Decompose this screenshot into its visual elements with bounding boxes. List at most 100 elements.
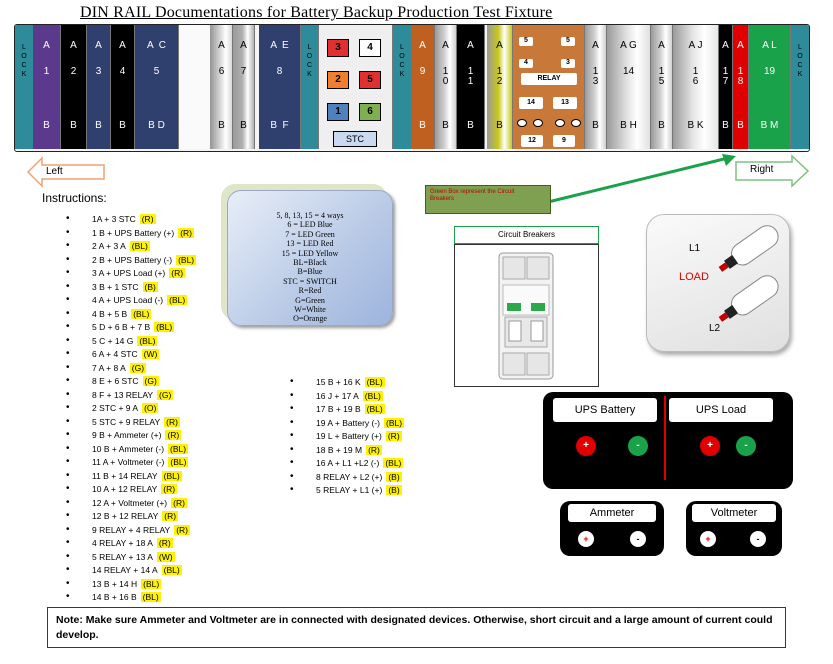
relay-dot (555, 119, 565, 127)
module-number-label: 5 (153, 66, 160, 77)
instruction-text: 19 L + Battery (+) (316, 431, 382, 441)
lock-left: L O C K (15, 25, 33, 149)
instruction-item: 10 A + 12 RELAY(R) (66, 483, 196, 498)
instruction-text: 12 A + Voltmeter (+) (92, 497, 168, 508)
ups-panel: UPS Battery UPS Load + - + - (543, 392, 793, 489)
wire-color-code: (B) (142, 281, 158, 292)
legend-line: W=White (294, 305, 326, 315)
instruction-text: 14 RELAY + 14 A (92, 565, 158, 575)
wire-color-code: (BL) (161, 470, 182, 481)
ammeter-plus-button[interactable]: + (578, 531, 594, 547)
switch-square-5: 5 (359, 71, 381, 89)
wire-color-code: (BL) (141, 578, 162, 589)
relay-num: 14 (519, 97, 543, 109)
module-bottom-label: B (592, 120, 599, 131)
rail-gap (179, 25, 211, 149)
instructions-title: Instructions: (42, 191, 107, 205)
module-number-label: 3 (95, 66, 102, 77)
ups-battery-minus-button[interactable]: - (628, 436, 648, 456)
instruction-text: 10 B + Ammeter (-) (92, 443, 165, 454)
instruction-text: 1A + 3 STC (92, 214, 136, 224)
instruction-item: 8 E + 6 STC(G) (66, 375, 196, 390)
instruction-text: 10 A + 12 RELAY (92, 484, 158, 494)
l1-label: L1 (689, 243, 701, 254)
lock-label: L O C K (306, 44, 313, 78)
module-bottom-label: B (70, 120, 77, 131)
instruction-item: 6 A + 4 STC(W) (66, 348, 196, 363)
instruction-text: 8 E + 6 STC (92, 376, 139, 386)
legend-line: B=Blue (297, 267, 323, 277)
instruction-item: 5 D + 6 B + 7 B(BL) (66, 321, 196, 336)
module-top-label: A (419, 40, 426, 51)
instruction-item: 13 B + 14 H(BL) (66, 578, 196, 593)
instruction-item: 18 B + 19 M(R) (290, 444, 404, 459)
ammeter-label: Ammeter (568, 504, 656, 522)
ups-load-label: UPS Load (669, 398, 773, 422)
voltmeter-minus-button[interactable]: - (750, 531, 766, 547)
module-number-label: 1 6 (692, 66, 699, 87)
green-box-text: Green Box represent the Circuit Breakers (430, 189, 515, 202)
instruction-item: 3 A + UPS Load (+)(R) (66, 267, 196, 282)
switch-square-2: 2 (327, 71, 349, 89)
ups-battery-plus-button[interactable]: + (576, 436, 596, 456)
instruction-item: 5 STC + 9 RELAY(R) (66, 416, 196, 431)
instructions-list-2: 15 B + 16 K(BL)16 J + 17 A(BL)17 B + 19 … (290, 376, 405, 499)
instruction-item: 12 B + 12 RELAY(R) (66, 510, 196, 525)
module-top-label: A (442, 40, 449, 51)
instruction-text: 12 B + 12 RELAY (92, 511, 159, 521)
instruction-item: 3 B + 1 STC(B) (66, 281, 196, 296)
wire-color-code: (BL) (137, 335, 158, 346)
load-label: LOAD (679, 271, 709, 283)
instruction-item: 4 RELAY + 18 A(R) (66, 537, 196, 552)
instruction-text: 1 B + UPS Battery (+) (92, 227, 175, 238)
instruction-text: 3 A + UPS Load (+) (92, 268, 166, 278)
switch-square-3: 3 (327, 39, 349, 57)
wire-color-code: (BL) (383, 458, 404, 468)
wire-color-code: (BL) (362, 390, 383, 401)
instruction-item: 9 B + Ammeter (+)(R) (66, 429, 196, 444)
instruction-text: 9 RELAY + 4 RELAY (92, 524, 171, 535)
wire-color-code: (B) (386, 485, 402, 495)
module-number-label: 19 (763, 66, 776, 77)
switch-square-1: 1 (327, 103, 349, 121)
relay-num: 5 (561, 37, 575, 46)
module-bottom-label: B (442, 120, 449, 131)
lock-label: L O C K (797, 44, 803, 78)
module-bottom-label: B (43, 120, 50, 131)
ammeter-minus-button[interactable]: - (630, 531, 646, 547)
voltmeter-plus-button[interactable]: + (700, 531, 716, 547)
rail-gap: L O C K (301, 25, 319, 149)
relay-label: RELAY (521, 73, 577, 85)
instruction-text: 5 RELAY + L1 (+) (316, 485, 383, 495)
wire-color-code: (BL) (168, 457, 189, 467)
instruction-item: 14 B + 16 B(BL) (66, 591, 196, 606)
wire-color-code: (R) (171, 497, 187, 508)
module-top-label: A (95, 40, 102, 51)
legend-line: 5, 8, 13, 15 = 4 ways (276, 211, 344, 220)
module-top-label: A (496, 40, 503, 51)
instruction-item: 19 L + Battery (+)(R) (290, 430, 404, 445)
legend-line: 7 = LED Green (285, 229, 335, 239)
ups-load-minus-button[interactable]: - (736, 436, 756, 456)
instruction-item: 16 J + 17 A(BL) (290, 390, 404, 405)
wire-color-code: (BL) (140, 592, 161, 602)
wire-color-code: (BL) (161, 565, 182, 575)
instruction-text: 8 F + 13 RELAY (92, 389, 154, 400)
circuit-breakers-label: Circuit Breakers (454, 226, 599, 244)
module-top-label: A G (620, 40, 637, 51)
instruction-item: 4 B + 5 B(BL) (66, 308, 196, 323)
wire-color-code: (O) (142, 403, 159, 413)
lock-mid: L O C K (393, 25, 411, 149)
wire-color-code: (G) (142, 376, 159, 386)
ups-load-plus-button[interactable]: + (700, 436, 720, 456)
right-arrow-icon (735, 154, 810, 188)
load-box: L1 LOAD L2 (646, 214, 790, 352)
instruction-text: 2 A + 3 A (92, 241, 126, 251)
instruction-text: 2 STC + 9 A (92, 403, 139, 413)
instruction-item: 11 A + Voltmeter (-)(BL) (66, 456, 196, 471)
